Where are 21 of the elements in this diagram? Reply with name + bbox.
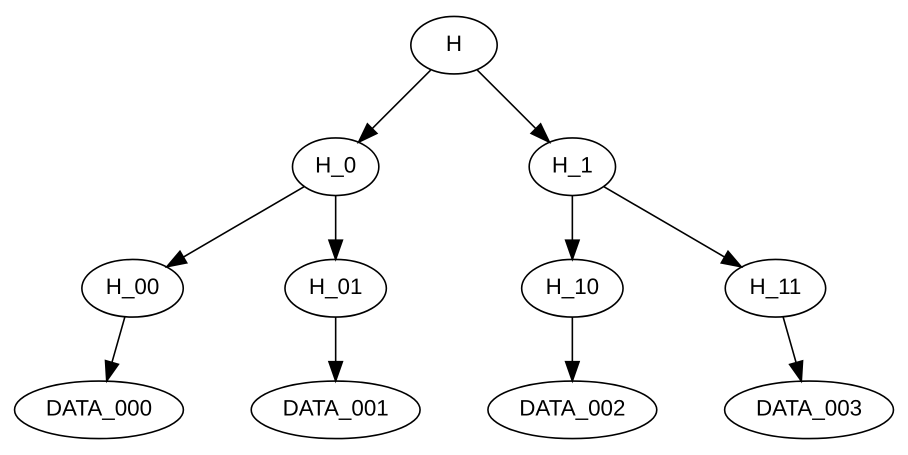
node-ellipse: DATA_000 (14, 380, 184, 440)
arrow (604, 186, 744, 268)
node-ellipse: DATA_003 (724, 380, 894, 440)
arrow (564, 317, 580, 384)
node-ellipse: H_10 (520, 258, 624, 318)
arrow (328, 196, 344, 262)
arrow (564, 196, 580, 262)
node-ellipse: H_0 (292, 137, 380, 196)
node-ellipse: DATA_002 (487, 380, 658, 440)
node-ellipse: H_1 (528, 137, 616, 196)
node-ellipse: H_00 (81, 258, 184, 318)
node-ellipse: DATA_001 (250, 380, 421, 440)
node-ellipse: H (410, 16, 498, 75)
node-ellipse: H_11 (724, 258, 826, 318)
arrow (356, 70, 432, 144)
arrow (476, 70, 552, 144)
arrow (782, 316, 804, 384)
node-ellipse: H_01 (284, 258, 388, 318)
arrow (104, 317, 126, 384)
arrow (164, 186, 304, 268)
arrow (328, 317, 344, 384)
